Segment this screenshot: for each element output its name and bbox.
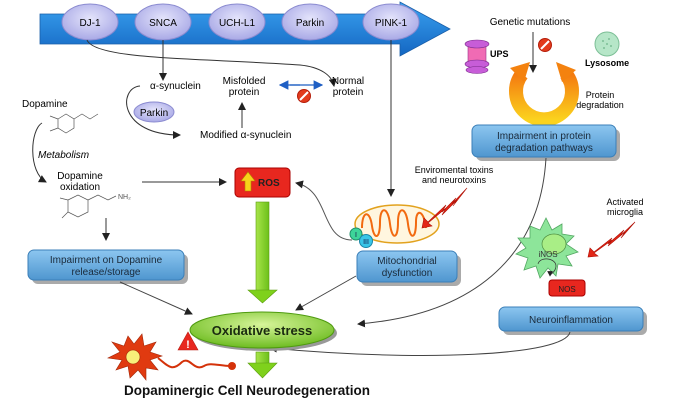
neuroinflammation-box: Neuroinflammation [498,306,647,335]
misfolded-label-1: Misfolded [223,76,266,87]
dopamine-oxidation-label-1: Dopamine [57,171,103,182]
dopamine-box-line-2: release/storage [72,267,141,278]
protein-impairment-box: Impairment in protein degradation pathwa… [471,124,620,161]
lysosome-icon [594,31,620,57]
normal-label-1: Normal [332,76,364,87]
metabolism-label: Metabolism [38,150,89,161]
modified-synuclein-label: Modified α-synuclein [200,130,291,141]
toxin-lightning-icon [421,187,468,229]
dopamine-label: Dopamine [22,99,68,110]
dopamine-box-line-1: Impairment on Dopamine [50,255,163,266]
degradation-cycle-icon [509,62,579,127]
misfolded-label-2: protein [229,87,260,98]
mito-to-ros-arrow [295,180,353,241]
normal-label-2: protein [333,87,364,98]
gene-parkin: Parkin [281,3,339,41]
gene-label: SNCA [149,18,177,29]
neuroinflammation-to-stress-arrow [269,331,571,356]
parkin-oval: Parkin [133,101,175,123]
gene-label: DJ-1 [79,18,101,29]
mito-dysfunction-box: Mitochondrial dysfunction [356,250,461,286]
dopamine-impairment-box: Impairment on Dopamine release/storage [27,249,188,284]
protein-degradation-label-2: degradation [576,100,624,110]
ups-label: UPS [490,49,509,59]
dj1-connector [86,39,337,87]
protein-degradation-label-1: Protein [586,90,615,100]
parkin-label: Parkin [140,108,168,119]
ros-label: ROS [258,178,280,189]
up-arrow-icon [240,171,256,192]
inos-label: iNOS [538,250,557,259]
gene-pink1: PINK-1 [362,3,420,41]
genetic-mutations-label: Genetic mutations [490,17,571,28]
protein-box-line-1: Impairment in protein [497,131,591,142]
mito-box-line-2: dysfunction [382,268,433,279]
gene-dj1: DJ-1 [61,3,119,41]
dopaquinone-structure-icon [59,194,117,219]
microglia-label-1: Activated [606,197,643,207]
mitochondrion-icon: I III [349,204,440,248]
prohibit-icon-upstream [538,38,552,52]
gene-label: PINK-1 [375,18,408,29]
gene-label: Parkin [296,18,324,29]
gene-uchl1: UCH-L1 [208,3,266,41]
mito-to-stress-arrow [295,275,357,311]
ros-to-stress-green-arrow [247,201,278,304]
protein-box-line-2: degradation pathways [495,143,593,154]
prohibit-icon [297,89,311,103]
mito-box-line-1: Mitochondrial [377,256,436,267]
metabolism-curve [32,122,47,183]
nos-label: NOS [558,285,575,294]
microglia-cell-icon: iNOS [515,217,579,279]
warning-icon: ! [177,331,199,351]
complex-i-icon [349,227,363,241]
degenerating-neuron-icon [107,333,236,381]
nos-box: NOS [548,279,586,297]
oxidative-stress-node: Oxidative stress [189,311,337,351]
diagram-title: Dopaminergic Cell Neurodegeneration [124,383,370,398]
gene-label: UCH-L1 [219,18,256,29]
microglia-label-2: microglia [607,207,643,217]
nh2-label: NH₂ [118,194,131,201]
complex-iii-label: III [363,239,369,246]
svg-text:!: ! [186,339,190,351]
dopamine-structure-icon [49,113,99,134]
complex-iii-icon [359,234,373,248]
microglia-lightning-icon [587,221,636,258]
protein-box-to-stress-arrow [357,157,547,328]
dopamine-box-to-stress-arrow [119,281,193,315]
complex-i-label: I [355,232,357,239]
stress-to-degeneration-green-arrow [247,351,278,379]
toxins-label-1: Enviromental toxins [415,165,494,175]
dopamine-oxidation-label-2: oxidation [60,182,100,193]
synuclein-curve [126,85,181,139]
ros-box: ROS [234,167,291,198]
neuroinflammation-label: Neuroinflammation [529,315,613,326]
lysosome-label: Lysosome [585,58,629,68]
oxidative-stress-label: Oxidative stress [212,323,312,338]
ups-proteasome-icon [464,39,490,74]
gene-snca: SNCA [134,3,192,41]
alpha-synuclein-label: α-synuclein [150,81,201,92]
toxins-label-2: and neurotoxins [422,175,487,185]
